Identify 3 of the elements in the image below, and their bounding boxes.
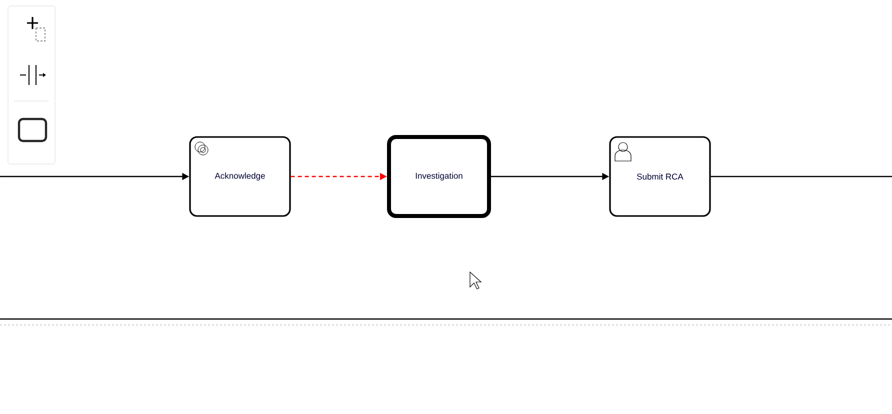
task-box: Submit RCA xyxy=(609,136,711,217)
task-box: Investigation xyxy=(387,135,491,218)
task-box: Acknowledge xyxy=(189,136,291,217)
